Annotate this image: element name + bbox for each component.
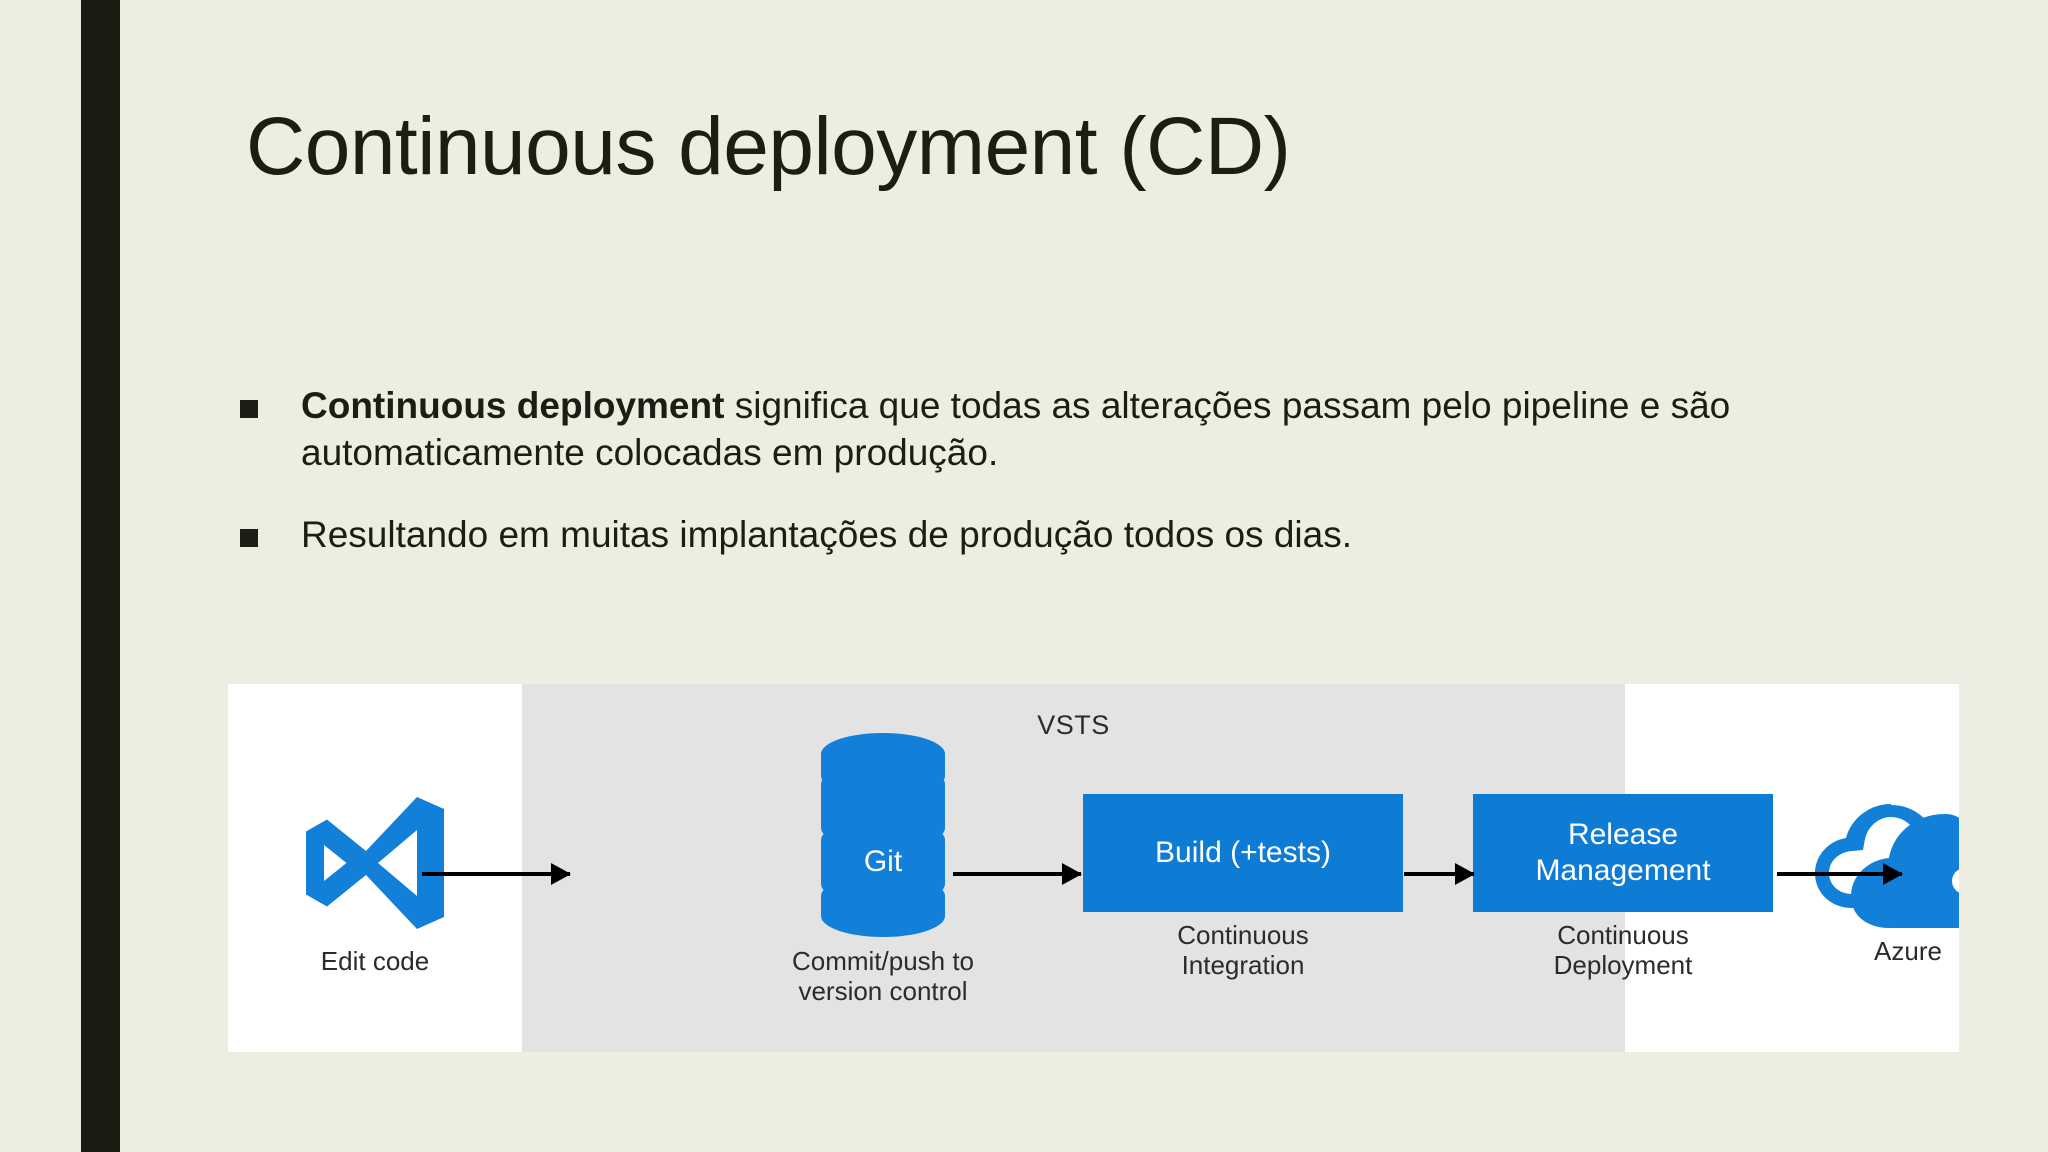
bullet-text: Resultando em muitas implantações de pro…	[301, 511, 1820, 558]
node-caption: Continuous Integration	[1177, 920, 1309, 981]
database-cylinder-icon: Git	[808, 730, 958, 938]
release-box-label: Release Management	[1473, 794, 1773, 912]
list-item: Resultando em muitas implantações de pro…	[240, 511, 1820, 558]
svg-text:Git: Git	[864, 845, 903, 878]
square-bullet-icon	[240, 400, 258, 418]
pipeline-diagram: VSTS Edit code	[228, 684, 1959, 1052]
build-box-label: Build (+tests)	[1083, 794, 1403, 912]
page-title: Continuous deployment (CD)	[246, 101, 1291, 192]
arrow-build-to-release-icon	[1404, 863, 1475, 885]
node-azure: Azure	[1758, 788, 1959, 966]
bullet-list: Continuous deployment significa que toda…	[240, 382, 1820, 592]
visual-studio-icon	[295, 788, 455, 938]
node-release: Release Management Continuous Deployment	[1473, 794, 1773, 981]
node-caption: Edit code	[320, 946, 430, 976]
node-build: Build (+tests) Continuous Integration	[1083, 794, 1403, 981]
left-accent-bar	[81, 0, 120, 1152]
vsts-band-label: VSTS	[1037, 710, 1110, 740]
bullet-text: Continuous deployment significa que toda…	[301, 382, 1820, 477]
list-item: Continuous deployment significa que toda…	[240, 382, 1820, 477]
arrow-edit-to-git-icon	[422, 863, 571, 885]
bullet-bold-lead: Continuous deployment	[301, 385, 725, 426]
node-caption: Azure	[1874, 936, 1942, 966]
bullet-rest: Resultando em muitas implantações de pro…	[301, 513, 1352, 555]
azure-cloud-icon	[1797, 788, 1959, 928]
bullet-rest: significa que todas as alterações passam…	[301, 385, 1731, 474]
node-caption: Continuous Deployment	[1553, 920, 1693, 981]
node-edit-code: Edit code	[228, 788, 522, 976]
node-caption: Commit/push to version control	[791, 946, 975, 1007]
arrow-git-to-build-icon	[953, 863, 1082, 885]
arrow-release-to-azure-icon	[1777, 863, 1903, 885]
square-bullet-icon	[240, 528, 258, 547]
node-git: Git Commit/push to version control	[778, 730, 988, 1007]
